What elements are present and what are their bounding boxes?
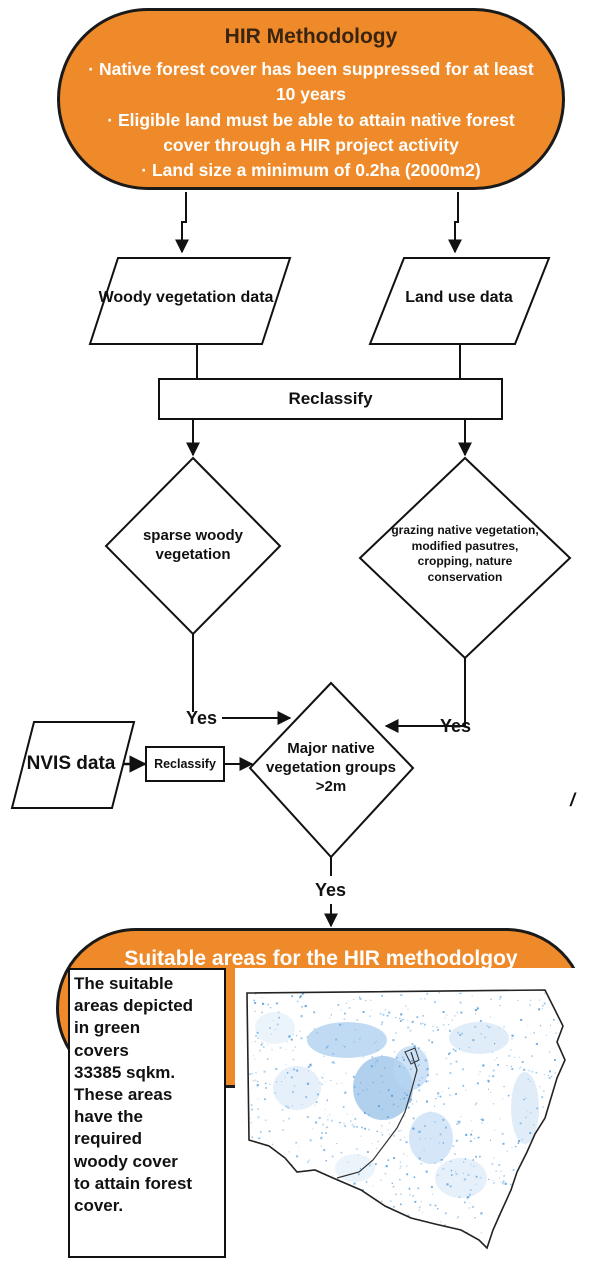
major-decision-text: Major native vegetation groups >2m [265, 740, 396, 795]
arrow-header-to-landuse [448, 192, 462, 254]
state-outline [246, 989, 566, 1250]
yes-label-landuse: Yes [440, 716, 472, 736]
nvis-data-shape [10, 721, 136, 809]
criteria-line-1: · Native forest cover has been suppresse… [88, 59, 534, 79]
nvis-data-label: NVIS data [26, 753, 116, 774]
criteria-line-4: cover through a HIR project activity [163, 135, 459, 155]
suitability-map [235, 968, 592, 1258]
stray-mark: / [570, 790, 576, 810]
result-title: Suitable areas for the HIR methodolgoy [124, 947, 518, 970]
criteria-line-3: · Eligible land must be able to attain n… [107, 110, 515, 130]
criteria-line-5: · Land size a minimum of 0.2ha (2000m2) [141, 160, 481, 180]
methodology-header: HIR Methodology · Native forest cover ha… [57, 8, 565, 190]
criteria-line-2: 10 years [275, 84, 347, 104]
nsw-map-image [246, 989, 566, 1250]
yes-label-major: Yes [315, 880, 347, 900]
landuse-data-label: Land use data [405, 289, 513, 306]
yes-label-sparse: Yes [186, 708, 218, 728]
landuse-data-shape [368, 257, 551, 345]
sparse-decision-text: sparse woody vegetation [142, 527, 244, 563]
reclassify-step: Reclassify [158, 378, 503, 420]
region-boundary [336, 1051, 418, 1179]
nvis-reclassify-step: Reclassify [145, 746, 225, 782]
methodology-title: HIR Methodology [224, 25, 398, 48]
landuse-decision-text: grazing native vegetation, modified pasu… [391, 523, 539, 584]
result-description: The suitable areas depicted in green cov… [68, 968, 226, 1258]
woody-data-label: Woody vegetation data [98, 289, 274, 306]
arrow-header-to-woody [175, 192, 189, 254]
woody-data-shape [88, 257, 292, 345]
